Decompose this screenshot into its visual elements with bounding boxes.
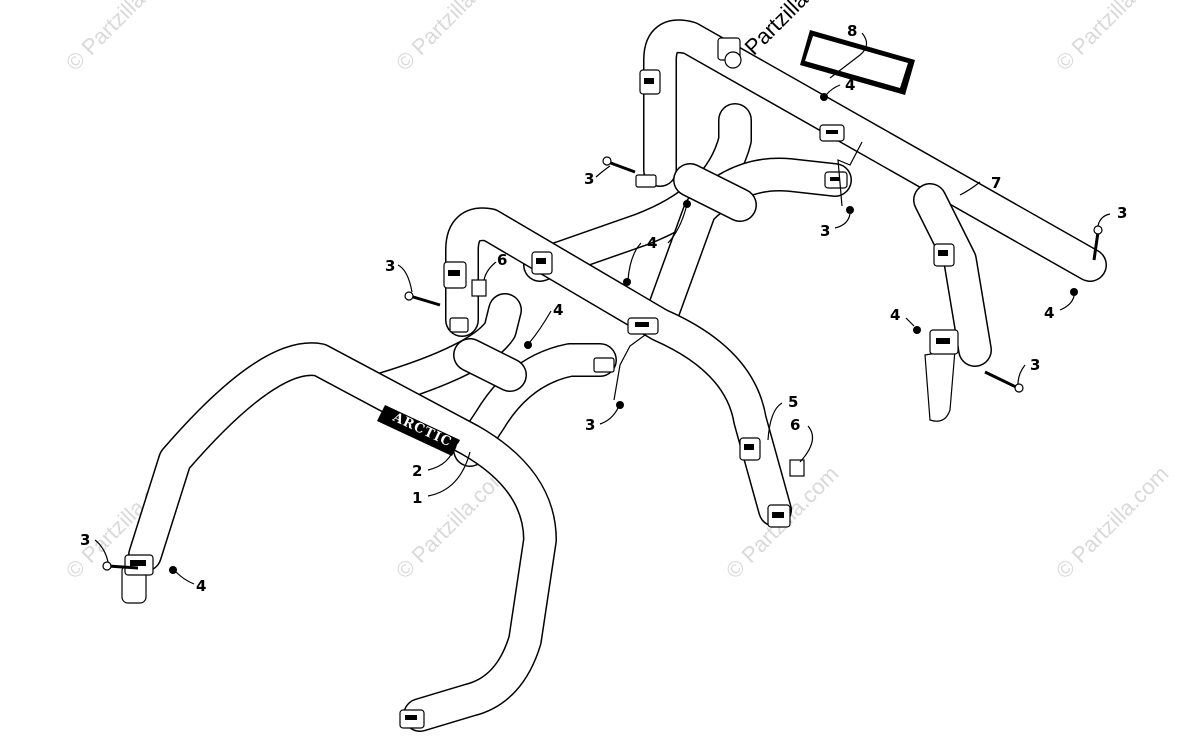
hex-nut-icon <box>616 401 624 409</box>
fasteners <box>102 93 1103 574</box>
bolt-icon <box>102 561 139 571</box>
clamp-bracket-icon <box>717 37 742 69</box>
clamp-bracket-icon <box>531 251 553 275</box>
callout-4: 4 <box>890 306 900 324</box>
callout-5: 5 <box>788 393 798 411</box>
hex-nut-icon <box>846 206 854 214</box>
callout-6: 6 <box>790 416 800 434</box>
callout-2: 2 <box>412 462 422 480</box>
watermark: © Partzilla.com <box>391 0 514 76</box>
clamp-bracket-icon <box>639 69 661 95</box>
hex-nut-icon <box>524 341 532 349</box>
callout-3: 3 <box>585 416 595 434</box>
callout-3: 3 <box>1030 356 1040 374</box>
clamp-bracket-icon <box>929 329 959 355</box>
clamp-bracket-icon <box>824 171 848 189</box>
clamp-bracket-icon <box>399 709 425 729</box>
hex-nut-icon <box>623 278 631 286</box>
callout-4: 4 <box>196 577 206 595</box>
clamp-bracket-icon <box>635 174 657 188</box>
callout-7: 7 <box>991 174 1001 192</box>
callout-8: 8 <box>847 22 857 40</box>
bolt-icon <box>984 370 1024 393</box>
clamp-bracket-icon <box>124 554 154 576</box>
watermark: © Partzilla.com <box>61 0 184 76</box>
callout-3: 3 <box>1117 204 1127 222</box>
callout-numbers: 8 4 7 3 3 3 4 3 6 4 4 4 3 5 6 3 2 1 3 4 <box>80 22 1127 595</box>
callout-3: 3 <box>385 257 395 275</box>
watermark: © Partzilla.com <box>391 461 514 584</box>
hex-nut-icon <box>913 326 921 334</box>
callout-4: 4 <box>845 76 855 94</box>
clamp-bracket-icon <box>449 317 469 333</box>
callout-3: 3 <box>80 531 90 549</box>
roll-cage-tubes <box>128 19 1107 732</box>
clamp-brackets <box>124 37 959 729</box>
callout-4: 4 <box>1044 304 1054 322</box>
watermark: © Partzilla.com <box>1051 461 1174 584</box>
clamp-bracket-icon <box>443 261 467 289</box>
hex-nut-icon <box>169 566 177 574</box>
clamp-bracket-icon <box>593 357 615 373</box>
watermark: © Partzilla.com <box>1051 0 1174 76</box>
bolt-icon <box>404 291 441 307</box>
clamp-bracket-icon <box>819 124 845 142</box>
decal-6 <box>471 279 805 477</box>
leader-lines <box>94 32 1111 585</box>
callout-6: 6 <box>497 251 507 269</box>
clamp-bracket-icon <box>739 437 761 461</box>
clamp-bracket-icon <box>767 504 791 528</box>
decal-strip-8 <box>800 30 915 95</box>
hex-nut-icon <box>683 200 691 208</box>
callout-3: 3 <box>820 222 830 240</box>
callout-1: 1 <box>412 489 422 507</box>
callout-4: 4 <box>647 234 657 252</box>
hex-nut-icon <box>1070 288 1078 296</box>
bolt-icon <box>602 156 636 174</box>
callout-3: 3 <box>584 170 594 188</box>
callout-4: 4 <box>553 301 563 319</box>
clamp-bracket-icon <box>627 317 659 335</box>
clamp-bracket-icon <box>933 243 955 267</box>
